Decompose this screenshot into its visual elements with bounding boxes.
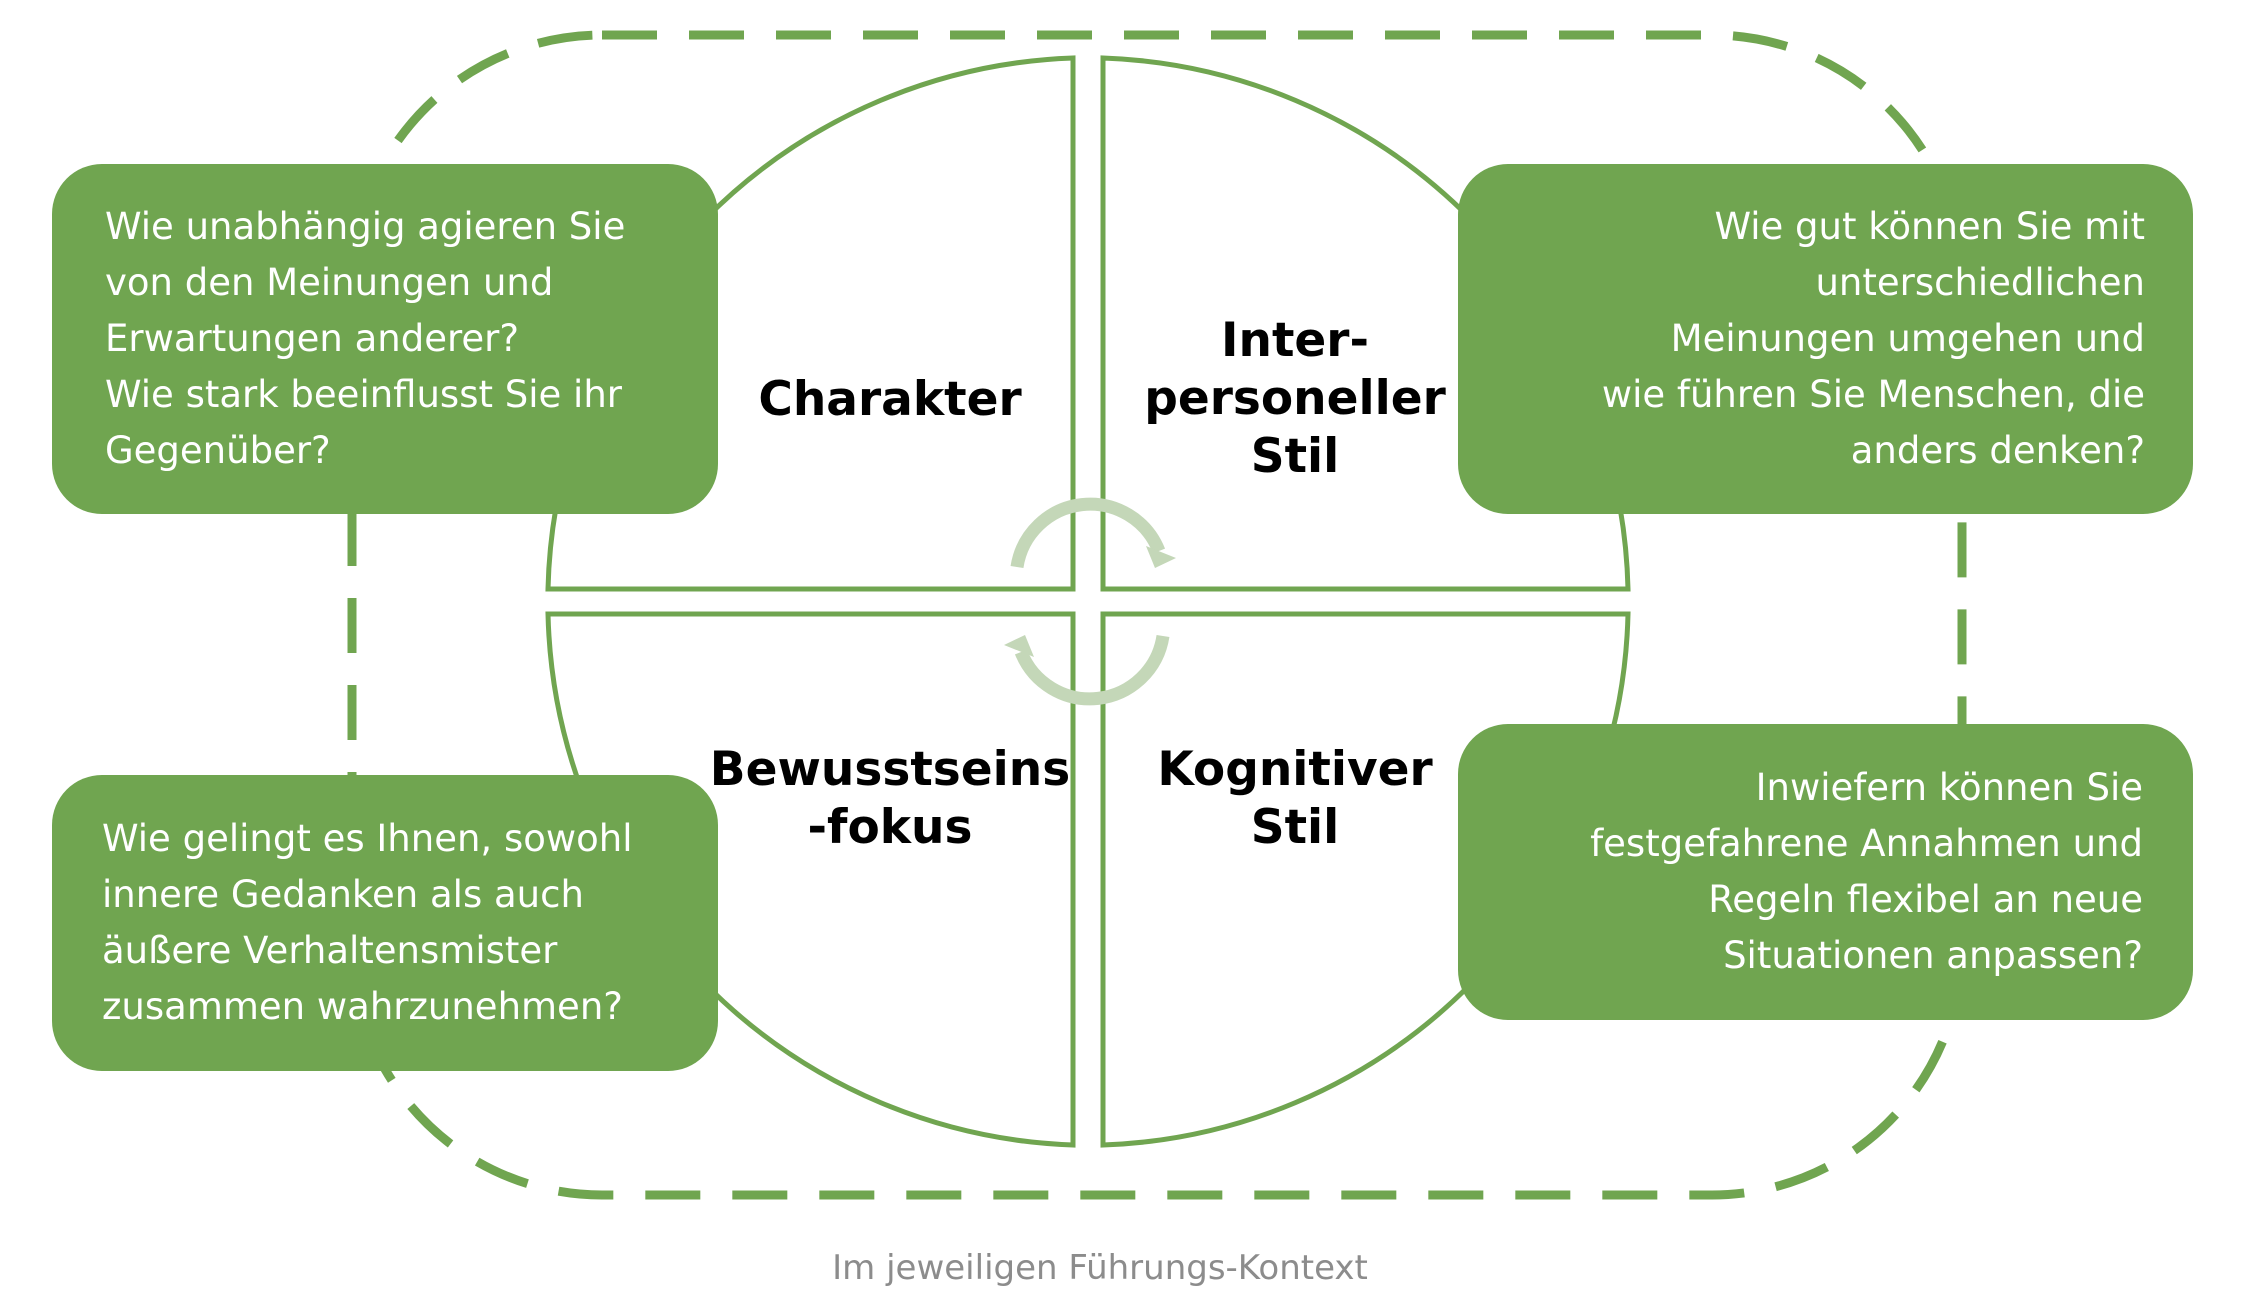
quadrant-bottom-left (545, 611, 1076, 1148)
context-caption: Im jeweiligen Führungs-Kontext (832, 1248, 1368, 1288)
context-frame (347, 30, 1967, 1200)
question-text-interpersoneller-stil: Wie gut können Sie mit unterschiedlichen… (1601, 205, 2145, 472)
question-text-kognitiver-stil: Inwiefern können Sie festgefahrene Annah… (1590, 766, 2143, 977)
question-text-bewusstseinsfokus: Wie gelingt es Ihnen, sowohl innere Geda… (102, 817, 633, 1028)
cycle-arrows-icon (1004, 497, 1176, 706)
quadrant-label-interpersoneller-stil: Inter- personeller Stil (1144, 313, 1446, 484)
question-text-charakter: Wie unabhängig agieren Sie von den Meinu… (105, 205, 626, 472)
question-box-interpersoneller-stil: Wie gut können Sie mit unterschiedlichen… (1458, 164, 2193, 514)
quadrant-label-bewusstseinsfokus: Bewusstseins -fokus (709, 742, 1071, 855)
question-box-bewusstseinsfokus: Wie gelingt es Ihnen, sowohl innere Geda… (52, 775, 718, 1071)
question-box-charakter: Wie unabhängig agieren Sie von den Meinu… (52, 164, 718, 514)
question-box-kognitiver-stil: Inwiefern können Sie festgefahrene Annah… (1458, 724, 2193, 1020)
quadrant-label-charakter: Charakter (758, 372, 1022, 427)
quadrant-label-kognitiver-stil: Kognitiver Stil (1157, 742, 1433, 855)
